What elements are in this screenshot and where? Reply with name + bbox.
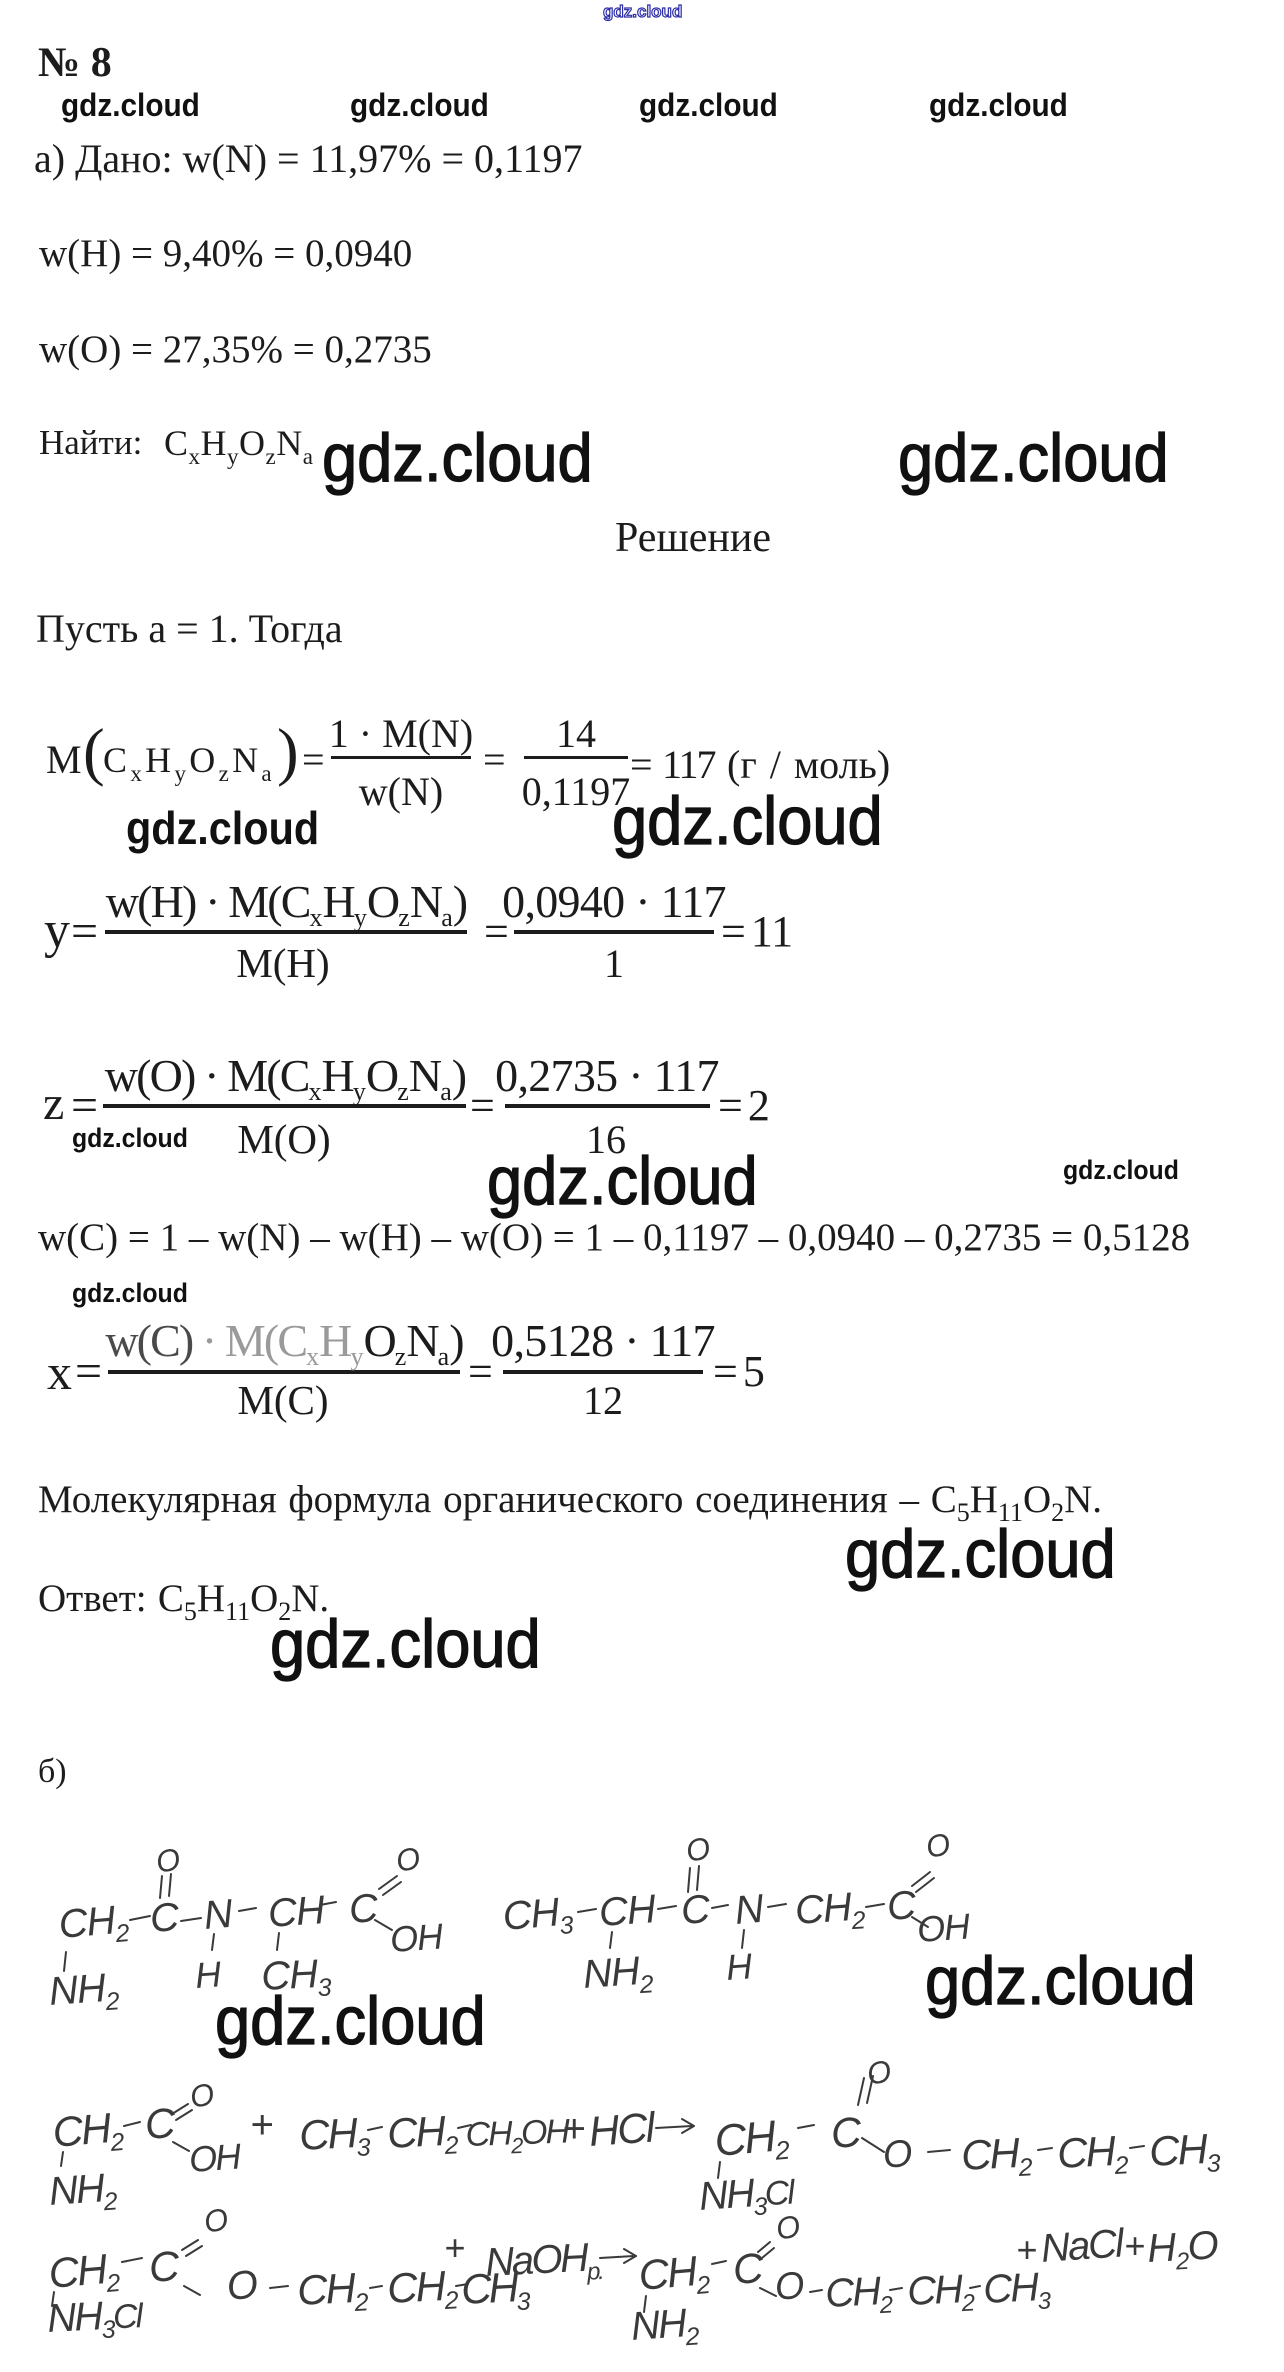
svg-text:+: + [1016, 2229, 1037, 2270]
svg-text:NH2: NH2 [630, 2300, 701, 2355]
svg-text:N: N [202, 1892, 235, 1938]
svg-text:CH2: CH2 [386, 2106, 459, 2163]
svg-text:C: C [886, 1883, 919, 1929]
svg-text:H: H [725, 1945, 755, 1988]
svg-text:HCl: HCl [587, 2103, 658, 2155]
svg-text:C: C [348, 1886, 381, 1932]
svg-text:CH3: CH3 [501, 1889, 575, 1945]
svg-text:CH: CH [267, 1888, 327, 1936]
svg-text:+: + [562, 2107, 585, 2151]
svg-text:OH: OH [389, 1915, 446, 1960]
svg-text:OH: OH [188, 2135, 244, 2180]
svg-text:CH: CH [598, 1887, 658, 1935]
svg-text:H: H [194, 1953, 224, 1996]
svg-text:CH2OH: CH2OH [465, 2112, 571, 2160]
svg-text:O: O [201, 2201, 231, 2240]
svg-text:O: O [923, 1826, 953, 1865]
svg-text:O: O [773, 2265, 806, 2309]
svg-text:O: O [153, 1841, 183, 1880]
svg-text:+: + [1124, 2225, 1145, 2266]
svg-text:OH: OH [916, 1905, 973, 1950]
svg-text:CH2: CH2 [637, 2246, 712, 2305]
svg-text:O: O [683, 1830, 713, 1869]
svg-text:CH3: CH3 [982, 2265, 1052, 2318]
svg-text:H2O: H2O [1146, 2223, 1219, 2277]
svg-text:NH3Cl: NH3Cl [46, 2292, 146, 2347]
svg-text:O: O [881, 2133, 914, 2177]
svg-text:O: O [225, 2262, 260, 2309]
svg-text:CH2: CH2 [386, 2261, 459, 2318]
svg-text:CH3: CH3 [1148, 2124, 1221, 2181]
svg-text:C: C [829, 2108, 863, 2157]
svg-text:CH3: CH3 [260, 1951, 332, 2005]
svg-text:CH2: CH2 [713, 2111, 792, 2171]
svg-text:O: O [773, 2208, 803, 2247]
svg-text:N: N [733, 1887, 766, 1933]
svg-text:CH2: CH2 [296, 2263, 369, 2320]
svg-text:+: + [444, 2227, 465, 2268]
svg-text:CH2: CH2 [1056, 2126, 1129, 2183]
svg-text:O: O [393, 1840, 423, 1879]
svg-text:C: C [680, 1887, 713, 1933]
svg-text:CH2: CH2 [906, 2267, 975, 2320]
svg-text:CH2: CH2 [57, 1897, 131, 1953]
svg-text:C: C [731, 2244, 765, 2293]
svg-text:NH2: NH2 [48, 2165, 119, 2220]
svg-text:CH2: CH2 [824, 2269, 893, 2322]
svg-text:NaCl: NaCl [1040, 2221, 1127, 2271]
svg-text:NaOHр.: NaOHр. [484, 2235, 603, 2291]
svg-text:NH2: NH2 [582, 1948, 655, 2003]
svg-text:NH2: NH2 [48, 1965, 121, 2020]
svg-text:C: C [143, 2099, 177, 2148]
svg-text:+: + [250, 2103, 273, 2147]
svg-text:CH2: CH2 [960, 2128, 1033, 2185]
svg-text:CH2: CH2 [794, 1884, 867, 1939]
svg-text:O: O [864, 2053, 894, 2092]
svg-text:C: C [147, 2242, 181, 2291]
svg-text:CH3: CH3 [298, 2108, 371, 2165]
svg-text:O: O [187, 2076, 217, 2115]
svg-text:C: C [149, 1895, 182, 1941]
